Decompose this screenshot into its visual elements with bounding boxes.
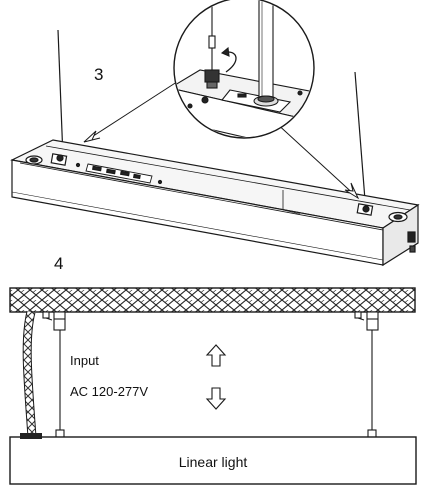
step3-number: 3 (94, 65, 103, 84)
ceiling-panel (9, 287, 416, 313)
arrow-up-icon (205, 344, 227, 367)
suspension-rod-left (57, 29, 64, 159)
zoom-detail-circle (173, 0, 315, 139)
suspension-rod-right (354, 71, 366, 201)
left-suspension-cable (42, 311, 66, 439)
fixture-end-face (382, 203, 419, 267)
right-suspension-cable (354, 311, 379, 439)
fixture-label: Linear light (179, 454, 248, 470)
step3-fixture-illustration (10, 29, 420, 267)
input-label: Input (70, 353, 99, 368)
linear-light-fixture (9, 436, 417, 485)
step4-number: 4 (54, 254, 63, 273)
arrow-down-icon (205, 387, 227, 410)
voltage-label: AC 120-277V (70, 384, 148, 399)
